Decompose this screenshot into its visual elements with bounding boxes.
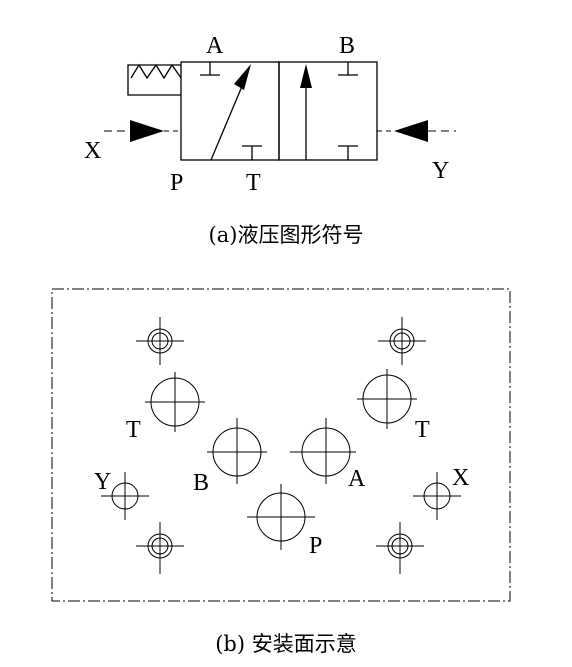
port-hole-t-left [145, 372, 205, 432]
pilot-arrow-y [394, 120, 428, 142]
spring-zigzag [130, 63, 182, 80]
port-label-b: B [339, 33, 355, 59]
port-hole-t-right [357, 369, 417, 429]
port-hole-p [247, 484, 315, 550]
flow-arrow-head-right [300, 64, 312, 88]
port-label-y: Y [432, 158, 449, 184]
mount-label-a: A [348, 466, 366, 492]
port-label-a: A [206, 33, 224, 59]
mounting-outline [51, 288, 511, 602]
port-label-p: P [170, 170, 183, 196]
hydraulic-symbol: A B P T X Y (a)液压图形符号 [84, 33, 456, 247]
port-hole-a [290, 418, 356, 484]
mounting-surface: T T B A Y X P (b) 安装面示意 [51, 288, 511, 656]
port-hole-y [101, 472, 149, 520]
bolt-hole [376, 522, 424, 574]
port-label-t: T [246, 170, 261, 196]
caption-a: (a)液压图形符号 [209, 223, 364, 247]
pilot-arrow-x [130, 120, 164, 142]
valve-right-box [278, 61, 378, 161]
bolt-hole [136, 522, 184, 574]
mount-label-t-left: T [126, 417, 141, 443]
caption-b: (b) 安装面示意 [215, 632, 357, 656]
spring-icon [127, 64, 181, 96]
port-hole-x [413, 472, 461, 520]
flow-arrow-head [234, 64, 251, 90]
valve-left-box [180, 61, 280, 161]
mount-label-y: Y [94, 469, 111, 495]
mount-label-b: B [193, 470, 209, 496]
port-label-x: X [84, 138, 101, 164]
mount-label-t-right: T [415, 417, 430, 443]
port-hole-b [207, 418, 267, 484]
mount-label-x: X [452, 465, 469, 491]
bolt-hole [136, 317, 184, 365]
bolt-hole [378, 317, 426, 365]
mount-label-p: P [309, 533, 322, 559]
